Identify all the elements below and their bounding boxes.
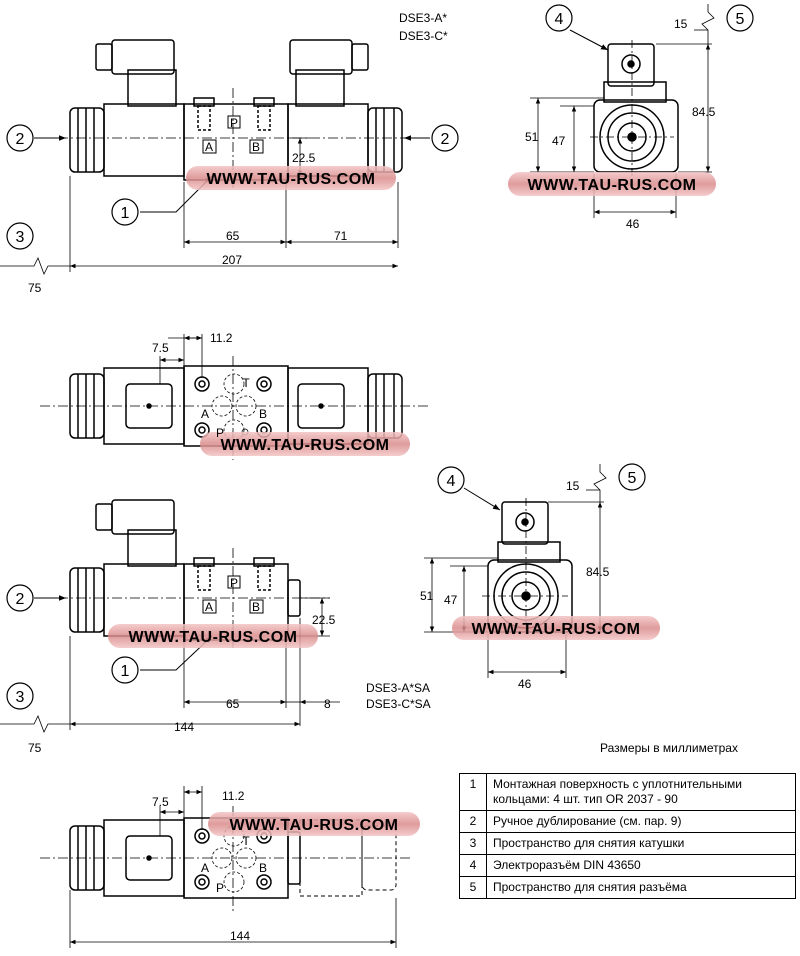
port-b-bot-plan: B (259, 861, 267, 875)
callout-3-top (6, 222, 34, 250)
port-a-top-plan: A (201, 407, 209, 421)
dim-207-top: 207 (222, 253, 242, 267)
legend-table: 1 Монтажная поверхность с уплотнительным… (459, 773, 796, 899)
dim-144-mid: 144 (174, 720, 194, 734)
callout-4-top-num: 4 (555, 11, 564, 28)
watermark-6: WWW.TAU-RUS.COM (230, 817, 399, 834)
dim-8-mid: 8 (324, 697, 331, 711)
callout-5-top-num: 5 (736, 11, 745, 28)
callout-2-right-top-num: 2 (441, 131, 450, 148)
dim-51-top-side: 51 (525, 130, 539, 144)
dim-22-5-mid: 22.5 (312, 613, 336, 627)
watermark-2: WWW.TAU-RUS.COM (528, 177, 697, 194)
watermark-5: WWW.TAU-RUS.COM (472, 621, 641, 638)
legend-row: 5 Пространство для снятия разъёма (459, 876, 796, 899)
watermark-3: WWW.TAU-RUS.COM (221, 437, 390, 454)
legend-num: 4 (459, 854, 487, 877)
model-label-mid-2: DSE3-C*SA (366, 697, 431, 711)
callout-4-mid (437, 466, 465, 494)
dim-22-5-top: 22.5 (292, 151, 316, 165)
callout-5-mid-num: 5 (628, 470, 637, 487)
dim-144-bot-plan: 144 (230, 929, 250, 943)
units-note: Размеры в миллиметрах (600, 741, 738, 755)
dim-51-mid-side: 51 (420, 589, 434, 603)
model-label-mid-1: DSE3-A*SA (366, 681, 430, 695)
port-a-top-front: A (205, 140, 213, 154)
dim-84-5-top-side: 84.5 (692, 105, 716, 119)
dim-75-top: 75 (28, 281, 42, 295)
legend-row: 2 Ручное дублирование (см. пар. 9) (459, 810, 796, 833)
callout-1-top-num: 1 (121, 205, 130, 222)
dim-84-5-mid-side: 84.5 (586, 565, 610, 579)
legend-text: Электроразъём DIN 43650 (486, 854, 796, 877)
callout-5-top (726, 4, 754, 32)
port-p-bot-plan: P (216, 881, 224, 895)
port-p-top-plan: P (216, 426, 224, 440)
legend-text: Ручное дублирование (см. пар. 9) (486, 810, 796, 833)
model-label-top-1: DSE3-A* (399, 11, 447, 25)
legend-row: 4 Электроразъём DIN 43650 (459, 854, 796, 877)
port-a-bot-plan: A (201, 861, 209, 875)
watermarks: WWW.TAU-RUS.COM WWW.TAU-RUS.COM WWW.TAU-… (108, 166, 716, 836)
dim-75-mid: 75 (28, 741, 42, 755)
dim-7-5-bot-plan: 7.5 (152, 795, 169, 809)
port-b-top-plan: B (259, 407, 267, 421)
callout-1-mid-num: 1 (121, 663, 130, 680)
dim-46-mid-side: 46 (518, 677, 532, 691)
callout-1-top (111, 198, 139, 226)
legend-num: 2 (459, 810, 487, 833)
legend-text: Пространство для снятия разъёма (486, 876, 796, 899)
view-bottom-plan (40, 786, 410, 948)
port-p-mid-front: P (230, 576, 238, 590)
legend-text: Пространство для снятия катушки (486, 832, 796, 855)
port-t-top-plan: T (242, 376, 250, 390)
view-mid-side (424, 464, 607, 678)
callout-1-mid (111, 656, 139, 684)
legend-num: 3 (459, 832, 487, 855)
dim-11-2-bot-plan: 11.2 (222, 789, 245, 803)
dim-11-2-top-plan: 11.2 (210, 331, 233, 345)
legend-text: Монтажная поверхность с уплотнительными … (486, 773, 796, 811)
legend-row: 1 Монтажная поверхность с уплотнительным… (459, 773, 796, 811)
port-b-mid-front: B (252, 600, 260, 614)
view-mid-front (0, 499, 340, 733)
watermark-4: WWW.TAU-RUS.COM (129, 629, 298, 646)
dim-71-top: 71 (334, 229, 348, 243)
model-label-top-2: DSE3-C* (399, 29, 448, 43)
dim-47-mid-side: 47 (444, 593, 458, 607)
callout-2-left-top (6, 124, 34, 152)
port-t-bot-plan: T (242, 834, 250, 848)
legend-num: 5 (459, 876, 487, 899)
callout-4-top (545, 4, 573, 32)
watermark-1: WWW.TAU-RUS.COM (207, 171, 376, 188)
dim-7-5-top-plan: 7.5 (152, 341, 169, 355)
callout-2-right-top (431, 124, 459, 152)
callout-3-mid-num: 3 (16, 689, 25, 706)
dim-65-mid: 65 (226, 697, 240, 711)
dim-15-top-side: 15 (674, 17, 688, 31)
callout-2-left-top-num: 2 (16, 131, 25, 148)
callout-3-top-num: 3 (16, 229, 25, 246)
port-b-top-front: B (252, 140, 260, 154)
callout-5-mid (618, 463, 646, 491)
dim-65-top: 65 (226, 229, 240, 243)
callout-3-mid (6, 682, 34, 710)
callout-4-mid-num: 4 (447, 473, 456, 490)
dim-47-top-side: 47 (552, 134, 566, 148)
port-a-mid-front: A (205, 600, 213, 614)
port-p-top-front: P (230, 116, 238, 130)
legend-num: 1 (459, 773, 487, 811)
dim-46-top-side: 46 (626, 217, 640, 231)
view-top-front (0, 39, 430, 275)
callout-2-mid (6, 584, 34, 612)
legend-row: 3 Пространство для снятия катушки (459, 832, 796, 855)
callout-2-mid-num: 2 (16, 591, 25, 608)
view-top-plan (40, 334, 430, 460)
dim-15-mid-side: 15 (566, 479, 580, 493)
